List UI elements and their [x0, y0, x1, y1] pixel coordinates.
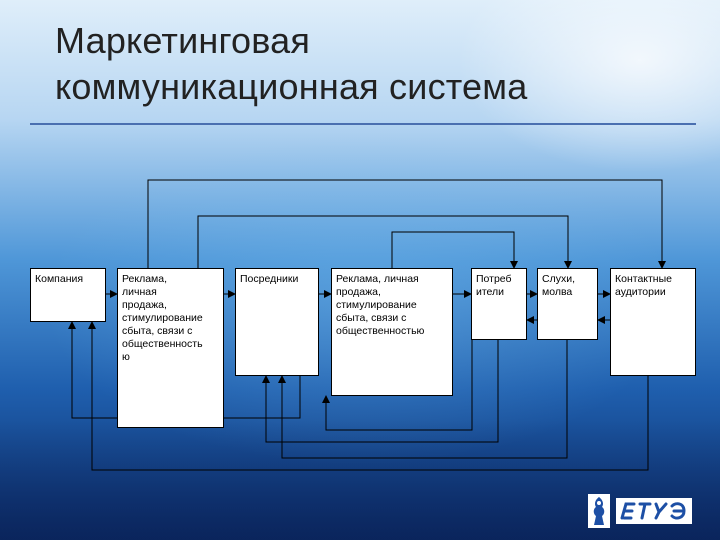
loop-bottom-3	[262, 340, 499, 443]
title-divider	[30, 123, 696, 125]
box-company: Компания	[30, 268, 106, 322]
loop-top-2	[197, 215, 572, 269]
loop-bottom-4	[322, 326, 473, 431]
box-promotion-mix-1: Реклама, личная продажа, стимулирование …	[117, 268, 224, 428]
university-wordmark-icon	[616, 498, 692, 524]
loop-top-3	[391, 231, 518, 269]
loop-top-1	[147, 179, 666, 269]
box-rumors: Слухи, молва	[537, 268, 598, 340]
slide-title: Маркетинговая коммуникационная система	[55, 18, 527, 110]
box-promotion-mix-2: Реклама, личная продажа, стимулирование …	[331, 268, 453, 396]
loop-bottom-2	[278, 340, 568, 459]
university-logo	[588, 494, 692, 528]
box-mediators: Посредники	[235, 268, 319, 376]
title-line-1: Маркетинговая	[55, 20, 311, 61]
university-emblem-icon	[588, 494, 610, 528]
title-line-2: коммуникационная система	[55, 66, 528, 107]
loop-bottom-1	[88, 321, 649, 471]
box-contact-audiences: Контактные аудитории	[610, 268, 696, 376]
box-consumers: Потреб ители	[471, 268, 527, 340]
